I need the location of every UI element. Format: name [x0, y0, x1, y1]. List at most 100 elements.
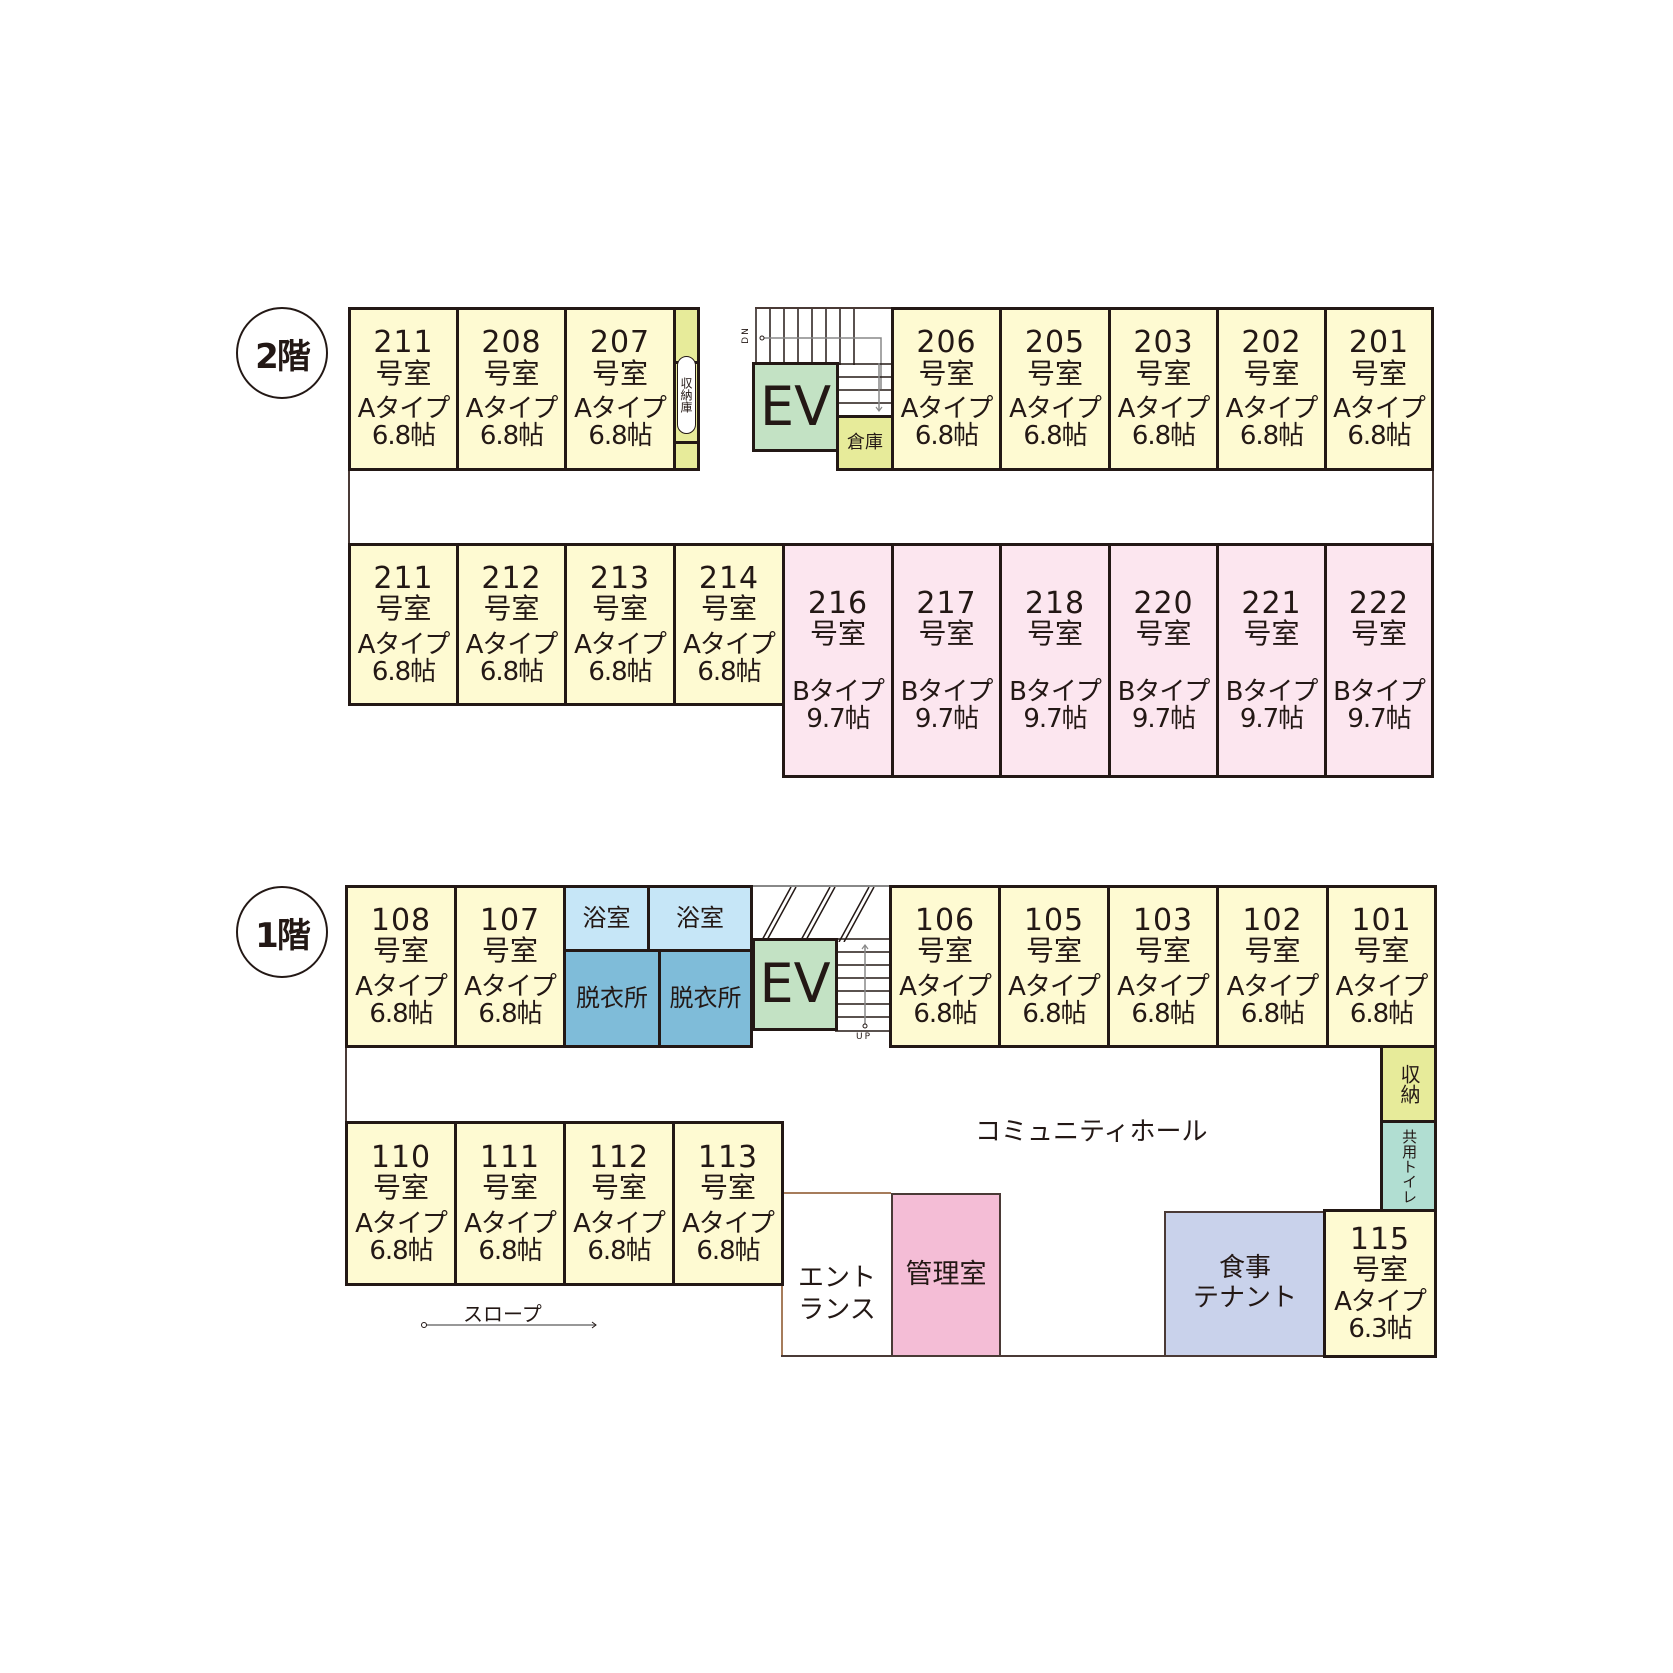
room-213[interactable]: 213 号室 Aタイプ 6.8帖: [564, 543, 676, 706]
room-size: 6.8帖: [588, 656, 652, 687]
room-221[interactable]: 221 号室 Bタイプ 9.7帖: [1216, 543, 1327, 778]
room-type: Aタイプ: [1117, 394, 1211, 425]
room-203[interactable]: 203 号室 Aタイプ 6.8帖: [1108, 307, 1219, 471]
room-201[interactable]: 201 号室 Aタイプ 6.8帖: [1324, 307, 1434, 471]
room-suffix: 号室: [483, 356, 540, 390]
room-number: 207: [589, 325, 651, 361]
room-type: Aタイプ: [1333, 394, 1426, 425]
room-108[interactable]: 108 号室 Aタイプ 6.8帖: [345, 885, 457, 1048]
room-type: Aタイプ: [357, 394, 451, 425]
room-207[interactable]: 207 号室 Aタイプ 6.8帖: [564, 307, 676, 471]
room-type: Aタイプ: [1009, 394, 1102, 425]
restaurant-tenant[interactable]: 食事 テナント: [1164, 1211, 1326, 1357]
dressing-room-1[interactable]: 脱衣所: [563, 949, 661, 1048]
room-size: 9.7帖: [1239, 703, 1304, 734]
room-suffix: 号室: [1353, 934, 1410, 968]
room-102[interactable]: 102 号室 Aタイプ 6.8帖: [1216, 885, 1329, 1048]
room-222[interactable]: 222 号室 Bタイプ 9.7帖: [1324, 543, 1434, 778]
elevator-label: EV: [759, 952, 831, 1016]
room-type: Aタイプ: [574, 394, 667, 425]
room-220[interactable]: 220 号室 Bタイプ 9.7帖: [1108, 543, 1219, 778]
room-115[interactable]: 115 号室 Aタイプ 6.3帖: [1323, 1209, 1437, 1358]
room-205[interactable]: 205 号室 Aタイプ 6.8帖: [999, 307, 1111, 471]
room-202[interactable]: 202 号室 Aタイプ 6.8帖: [1216, 307, 1327, 471]
room-size: 6.8帖: [1349, 998, 1414, 1029]
room-type: Bタイプ: [1333, 676, 1426, 707]
room-number: 111: [479, 1139, 541, 1175]
room-113[interactable]: 113 号室 Aタイプ 6.8帖: [672, 1121, 784, 1286]
room-size: 6.8帖: [478, 1235, 542, 1266]
room-107[interactable]: 107 号室 Aタイプ 6.8帖: [454, 885, 566, 1048]
room-suffix: 号室: [1243, 617, 1300, 651]
corridor-1f-left-wall: [345, 1046, 347, 1124]
room-suffix: 号室: [916, 934, 973, 968]
dressing-room-2[interactable]: 脱衣所: [658, 949, 753, 1048]
room-size: 6.8帖: [371, 421, 436, 452]
room-size: 6.8帖: [479, 421, 544, 452]
dressing-label: 脱衣所: [669, 983, 742, 1012]
room-103[interactable]: 103 号室 Aタイプ 6.8帖: [1107, 885, 1219, 1048]
room-suffix: 号室: [1026, 356, 1083, 390]
room-type: Aタイプ: [683, 629, 776, 660]
elevator-2f[interactable]: EV: [752, 362, 839, 452]
room-type: Bタイプ: [900, 676, 994, 707]
entrance-label-line2: ランス: [798, 1294, 876, 1325]
room-number: 203: [1133, 325, 1194, 361]
room-size: 6.3帖: [1348, 1313, 1412, 1344]
room-206[interactable]: 206 号室 Aタイプ 6.8帖: [891, 307, 1002, 471]
bath-1[interactable]: 浴室: [563, 885, 650, 952]
room-208[interactable]: 208 号室 Aタイプ 6.8帖: [456, 307, 567, 471]
bath-label: 浴室: [582, 903, 631, 932]
room-211-top[interactable]: 211 号室 Aタイプ 6.8帖: [348, 307, 459, 471]
room-type: Aタイプ: [900, 394, 994, 425]
room-101[interactable]: 101 号室 Aタイプ 6.8帖: [1326, 885, 1437, 1048]
entrance-wall-top: [781, 1192, 891, 1194]
room-size: 6.8帖: [478, 998, 542, 1029]
room-106[interactable]: 106 号室 Aタイプ 6.8帖: [889, 885, 1001, 1048]
stair-treads-icon: [755, 309, 882, 389]
room-number: 105: [1023, 902, 1085, 938]
room-number: 217: [916, 585, 977, 621]
room-suffix: 号室: [590, 1171, 647, 1205]
dressing-label: 脱衣所: [576, 983, 648, 1012]
stairs-2f[interactable]: [755, 307, 891, 389]
room-type: Bタイプ: [1225, 676, 1319, 707]
office-label: 管理室: [905, 1259, 987, 1291]
restaurant-label-line1: 食事: [1218, 1253, 1271, 1284]
room-105[interactable]: 105 号室 Aタイプ 6.8帖: [998, 885, 1110, 1048]
room-type: Aタイプ: [1117, 971, 1210, 1002]
room-112[interactable]: 112 号室 Aタイプ 6.8帖: [563, 1121, 675, 1286]
room-number: 101: [1351, 902, 1412, 938]
room-218[interactable]: 218 号室 Bタイプ 9.7帖: [999, 543, 1111, 778]
room-number: 110: [370, 1139, 432, 1175]
room-size: 9.7帖: [1131, 703, 1196, 734]
community-hall-label: コミュニティホール: [975, 1117, 1208, 1147]
warehouse-2f[interactable]: 倉庫: [836, 415, 894, 471]
management-office[interactable]: 管理室: [891, 1193, 1001, 1357]
room-110[interactable]: 110 号室 Aタイプ 6.8帖: [345, 1121, 457, 1286]
room-suffix: 号室: [481, 1171, 538, 1205]
bath-2[interactable]: 浴室: [647, 885, 753, 952]
room-212[interactable]: 212 号室 Aタイプ 6.8帖: [456, 543, 567, 706]
public-toilet[interactable]: 共用トイレ: [1380, 1120, 1437, 1212]
room-size: 6.8帖: [1131, 998, 1195, 1029]
entrance[interactable]: エント ランス: [783, 1194, 891, 1355]
floor-1-badge: 1階: [236, 886, 328, 978]
room-111[interactable]: 111 号室 Aタイプ 6.8帖: [454, 1121, 566, 1286]
stair-treads-icon: [836, 363, 891, 417]
room-217[interactable]: 217 号室 Bタイプ 9.7帖: [891, 543, 1002, 778]
room-type: Aタイプ: [1008, 971, 1101, 1002]
storage-1f[interactable]: 収納: [1380, 1045, 1437, 1123]
room-size: 6.8帖: [588, 421, 652, 452]
room-211-bottom[interactable]: 211 号室 Aタイプ 6.8帖: [348, 543, 459, 706]
room-216[interactable]: 216 号室 Bタイプ 9.7帖: [782, 543, 894, 778]
room-size: 6.8帖: [1023, 421, 1087, 452]
stairs-1f[interactable]: [835, 938, 891, 1033]
floor-1-label: 1階: [255, 915, 311, 956]
room-214[interactable]: 214 号室 Aタイプ 6.8帖: [673, 543, 785, 706]
elevator-1f[interactable]: EV: [752, 938, 838, 1031]
room-type: Aタイプ: [1226, 971, 1320, 1002]
room-number: 222: [1348, 585, 1410, 621]
room-size: 6.8帖: [1022, 998, 1086, 1029]
room-suffix: 号室: [375, 592, 432, 626]
